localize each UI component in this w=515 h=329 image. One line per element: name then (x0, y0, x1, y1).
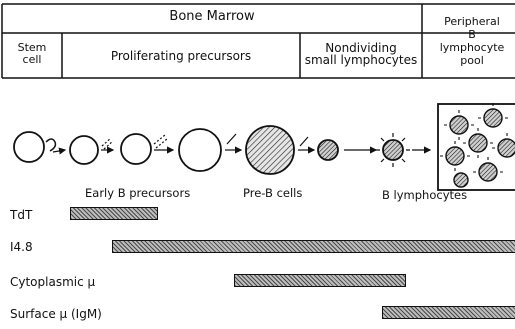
self-renewal-arrow (46, 139, 55, 151)
marker-label-tdt: TdT (10, 208, 32, 222)
marker-bar-tdt (70, 207, 158, 220)
marker-bar-i48 (112, 240, 515, 253)
pre-b-cell-small (318, 140, 338, 160)
large-precursor-cell (179, 129, 221, 171)
b-lymphocyte-cell (376, 133, 410, 167)
pre-b-cells-label: Pre-B cells (243, 186, 302, 200)
early-b-precursors-label: Early B precursors (85, 186, 190, 200)
stem-cell (14, 132, 44, 162)
pre-b-cell-large (246, 126, 294, 174)
marker-label-surface-mu: Surface μ (IgM) (10, 307, 102, 321)
b-lymphocytes-label: B lymphocytes (382, 188, 467, 202)
early-precursor-cell-2 (121, 134, 151, 164)
marker-label-i48: I4.8 (10, 240, 33, 254)
marker-bar-cytoplasmic-mu (234, 274, 406, 287)
marker-bar-surface-mu (382, 306, 515, 319)
marker-label-cytoplasmic-mu: Cytoplasmic μ (10, 275, 95, 289)
early-precursor-cell-1 (70, 136, 98, 164)
